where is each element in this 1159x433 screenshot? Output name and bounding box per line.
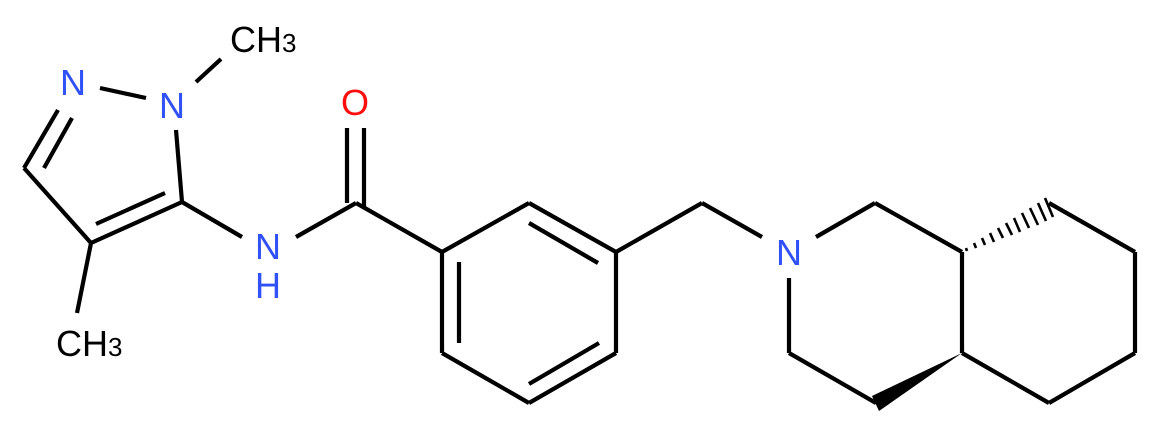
- bond-ccarb-ar1: [354, 201, 444, 254]
- bond-c5-nh: [180, 200, 244, 239]
- bond-c3-n2-inner: [42, 116, 74, 170]
- bond-c5-c4-inner: [95, 191, 166, 226]
- bond-ar3-ch2: [614, 201, 704, 254]
- n-methyl-label: CH3: [230, 19, 296, 60]
- amide-h-label: H: [255, 265, 281, 306]
- amide-n-label: N: [255, 226, 281, 267]
- bond-ar5-ar6: [440, 351, 531, 405]
- bond-c3-n2: [22, 108, 60, 170]
- bond-ar4-ar5-inner: [527, 341, 601, 386]
- bond-n-c1: [814, 201, 877, 239]
- bond-ar1-ar2: [440, 201, 531, 254]
- bond-c5-c4a: [960, 351, 1051, 405]
- isoquinoline-n-label: N: [776, 232, 802, 273]
- pyrazole-n2-label: N: [60, 62, 86, 103]
- cyclohexane-ring: [960, 197, 1138, 405]
- piperidine-ring: [700, 201, 965, 411]
- bond-n1-c5: [173, 129, 185, 203]
- bond-c3-c4: [787, 351, 878, 405]
- hash-bond-c8a-c8: [964, 197, 1055, 252]
- pyrazole-ring: [22, 57, 244, 314]
- bond-ar2-ar3: [527, 201, 618, 254]
- c-methyl-label: CH3: [56, 323, 122, 364]
- benzene-ring: [439, 201, 704, 405]
- bond-c8-c7: [1047, 201, 1137, 254]
- pyrazole-n1-label: N: [159, 85, 185, 126]
- carbonyl-o-label: O: [341, 82, 369, 123]
- bond-n1-methyl: [194, 57, 223, 84]
- amide-group: [294, 128, 444, 254]
- bond-c5-c4: [90, 200, 183, 245]
- bond-ch2-n: [700, 201, 764, 239]
- bond-c4-methyl: [74, 242, 94, 314]
- bond-ar2-ar3-inner: [527, 221, 600, 265]
- bond-c6-c5: [1047, 351, 1137, 405]
- bond-n2-n1: [99, 85, 147, 101]
- bond-nh-ccarb: [294, 201, 358, 239]
- bond-c1-c8a: [873, 201, 964, 254]
- wedge-bond-c4a-c4: [872, 353, 962, 411]
- bond-ar4-ar5: [527, 351, 618, 405]
- bond-c4-c3: [22, 166, 93, 245]
